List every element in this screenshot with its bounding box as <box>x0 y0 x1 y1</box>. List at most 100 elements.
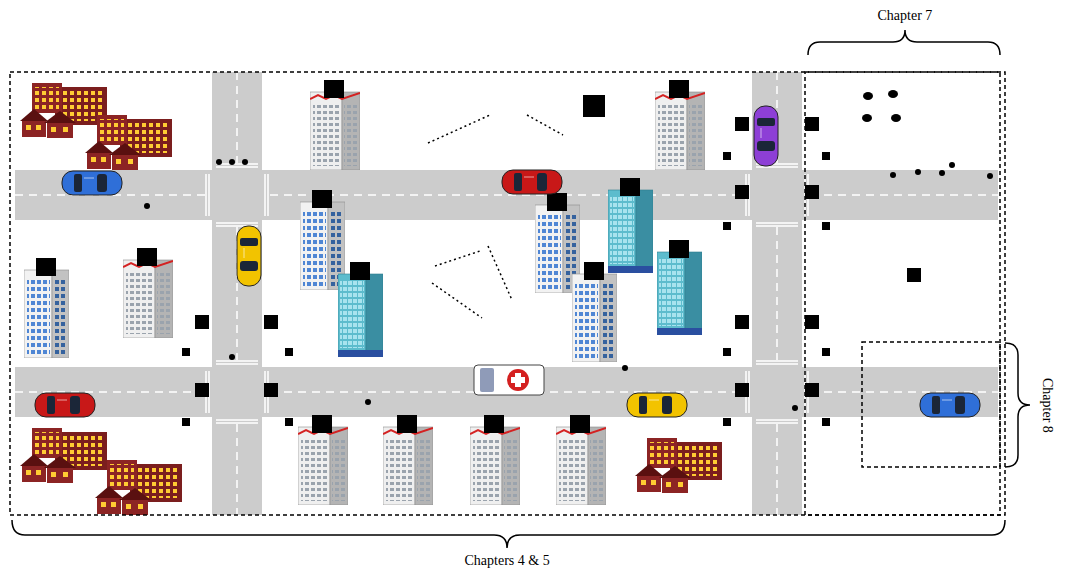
chapter-label: Chapter 8 <box>1038 375 1055 434</box>
buildings <box>655 80 705 170</box>
pedestrians <box>144 203 150 209</box>
pedestrians <box>891 114 901 122</box>
pedestrians <box>792 405 798 411</box>
vehicles <box>627 393 687 417</box>
street-markers <box>735 185 749 199</box>
buildings <box>123 248 173 338</box>
vehicles <box>754 106 778 166</box>
lane-markings <box>776 424 778 515</box>
roads <box>752 72 802 515</box>
lane-markings <box>15 391 205 393</box>
pedestrians <box>216 159 222 165</box>
buildings <box>383 415 433 505</box>
street-markers <box>182 348 190 356</box>
crosswalks <box>746 164 808 226</box>
pedestrians <box>365 399 371 405</box>
pedestrians <box>862 114 872 122</box>
street-markers <box>805 315 819 329</box>
vehicles <box>920 393 980 417</box>
vehicles <box>35 106 980 417</box>
pedestrians <box>229 159 235 165</box>
chapter-label: Chapters 4 & 5 <box>463 553 552 570</box>
pedestrians <box>949 162 955 168</box>
buildings <box>24 258 69 358</box>
signal-rays <box>428 115 563 318</box>
roads <box>212 72 262 515</box>
buildings <box>470 415 520 505</box>
street-markers <box>723 222 731 230</box>
buildings <box>657 240 702 335</box>
region-outlines <box>10 72 1005 515</box>
street-markers <box>822 418 830 426</box>
vehicles <box>502 170 562 194</box>
braces <box>12 520 1005 548</box>
lane-markings <box>776 227 778 360</box>
street-markers <box>182 95 921 426</box>
buildings <box>95 460 182 515</box>
lane-markings <box>270 194 745 196</box>
signal-rays <box>488 246 512 300</box>
crosswalks <box>206 164 268 226</box>
signal-rays <box>435 251 480 266</box>
buildings <box>556 415 606 505</box>
street-markers <box>182 418 190 426</box>
buildings <box>635 438 722 493</box>
buildings <box>338 262 383 357</box>
pedestrians <box>622 365 628 371</box>
buildings <box>20 428 107 483</box>
ambulance <box>474 365 544 395</box>
buildings <box>310 80 360 170</box>
street-markers <box>735 383 749 397</box>
lane-markings <box>15 72 998 515</box>
braces <box>808 30 1000 55</box>
buildings <box>20 83 107 138</box>
lane-markings <box>236 72 238 163</box>
lane-markings <box>236 424 238 515</box>
ambulance <box>480 368 494 392</box>
braces <box>1005 343 1030 467</box>
roads <box>15 170 998 220</box>
street-markers <box>723 348 731 356</box>
buildings <box>85 115 172 170</box>
braces <box>12 30 1030 548</box>
vehicles <box>237 226 261 286</box>
street-markers <box>735 117 749 131</box>
street-markers <box>264 315 278 329</box>
buildings <box>572 262 617 362</box>
roads <box>15 72 998 515</box>
signal-rays <box>432 283 482 318</box>
chapter-label: Chapter 7 <box>876 8 935 25</box>
region-outlines <box>10 72 1005 515</box>
pedestrians <box>915 169 921 175</box>
street-markers <box>907 268 921 282</box>
pedestrians <box>890 172 896 178</box>
street-markers <box>805 117 819 131</box>
region-outlines <box>862 342 1000 467</box>
street-markers <box>285 418 293 426</box>
street-markers <box>822 348 830 356</box>
crosswalks <box>746 361 808 423</box>
street-markers <box>723 418 731 426</box>
street-markers <box>805 383 819 397</box>
region-outlines <box>805 72 1000 515</box>
crosswalks <box>206 361 268 423</box>
street-markers <box>195 315 209 329</box>
street-markers <box>805 185 819 199</box>
vehicles <box>62 171 122 195</box>
signal-rays <box>428 115 490 143</box>
buildings <box>298 415 348 505</box>
pedestrians <box>939 170 945 176</box>
street-markers <box>735 315 749 329</box>
buildings <box>608 178 653 273</box>
street-markers <box>583 95 605 117</box>
ambulance <box>474 365 544 395</box>
pedestrians <box>987 173 993 179</box>
pedestrians <box>888 90 898 98</box>
street-markers <box>723 152 731 160</box>
street-markers <box>822 222 830 230</box>
vehicles <box>35 393 95 417</box>
buildings <box>20 80 722 515</box>
street-markers <box>285 348 293 356</box>
street-markers <box>264 383 278 397</box>
